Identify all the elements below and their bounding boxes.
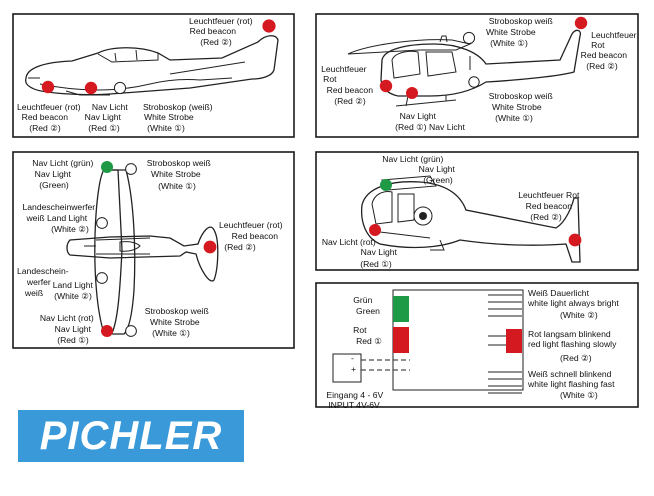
- top-land-bottom-light: [96, 272, 108, 284]
- top-nav-green-light: [101, 161, 113, 173]
- panel-helicopter-side: [315, 13, 639, 138]
- panel-helicopter-front: [315, 151, 639, 271]
- output-red-slow-led: [506, 329, 522, 353]
- top-land-bottom-label: Landeschein- werfer weiß: [17, 266, 71, 298]
- heli-left-beacon-label: Leuchtfeuer Rot Red beacon (Red ②): [321, 64, 375, 106]
- heli-strobe-bottom-light: [468, 76, 480, 88]
- plane-strobe-light: [113, 81, 127, 95]
- input-connector: [332, 353, 362, 383]
- plane-beacon-light: [262, 19, 276, 33]
- plane-strobe-label: Stroboskop (weiß) White Strobe (White ①): [143, 102, 215, 133]
- top-land-top-label: Landescheinwerfer weiß Land Light (White…: [22, 202, 97, 234]
- heli-strobe-bottom-label: Stroboskop weiß White Strobe (White ①): [489, 91, 555, 123]
- red-led-label: Rot Red ①: [353, 325, 382, 346]
- plane-nav-light: [84, 81, 98, 95]
- green-led: [393, 296, 409, 322]
- heli2-nav-red-label: Nav Licht (rot) Nav Light (Red ①): [322, 237, 400, 269]
- output-connectors: [488, 294, 522, 394]
- red-led: [393, 327, 409, 353]
- top-land-bottom-en-label: Land Light (White ②): [53, 280, 96, 301]
- heli-strobe-top-light: [462, 31, 476, 45]
- output-2-label: Rot langsam blinkend red light flashing …: [528, 329, 619, 363]
- airplane-silhouette: [25, 35, 279, 96]
- plane-red-left-light: [41, 80, 55, 94]
- top-land-top-light: [96, 217, 108, 229]
- top-nav-green-label: Nav Licht (grün) Nav Light (Green): [32, 158, 96, 190]
- heli-tail-beacon-label: Leuchtfeuer Rot Red beacon (Red ②): [581, 30, 639, 71]
- top-strobe-bottom-light: [125, 325, 137, 337]
- top-strobe-top-label: Stroboskop weiß White Strobe (White ①): [147, 158, 213, 191]
- plus-terminal-label: +: [351, 364, 356, 374]
- heli2-beacon-label: Leuchtfeuer Rot Red beacon (Red ②): [518, 190, 582, 222]
- plane-beacon-label: Leuchtfeuer (rot) Red beacon (Red ②): [189, 16, 255, 47]
- output-1-label: Weiß Dauerlicht white light always brigh…: [527, 288, 621, 320]
- panel-airplane-top: [12, 151, 295, 349]
- top-nav-red-light: [101, 325, 113, 337]
- controller-box: [392, 289, 524, 391]
- top-beacon-label: Leuchtfeuer (rot) Red beacon (Red ②): [219, 220, 285, 252]
- helicopter-side-silhouette: [347, 29, 582, 107]
- heli2-beacon-light: [568, 233, 582, 247]
- input-voltage-label: Eingang 4 - 6V INPUT 4V-6V: [326, 390, 385, 410]
- top-beacon-light: [203, 240, 217, 254]
- heli-nav-light: [406, 87, 418, 99]
- plane-nav-label: Nav Licht Nav Light (Red ①): [85, 102, 130, 133]
- top-nav-red-label: Nav Licht (rot) Nav Light (Red ①): [40, 313, 96, 345]
- input-wires: [361, 359, 410, 371]
- output-3-label: Weiß schnell blinkend white light flashi…: [527, 369, 617, 400]
- heli-left-beacon-light: [379, 79, 393, 93]
- heli-tail-beacon-light: [574, 16, 588, 30]
- heli2-nav-green-light: [380, 179, 392, 191]
- heli-strobe-top-label: Stroboskop weiß White Strobe (White ①): [486, 16, 555, 48]
- panel-airplane-side: [12, 13, 295, 138]
- heli2-nav-red-light: [369, 224, 381, 236]
- minus-terminal-label: -: [351, 353, 354, 363]
- green-led-label: Grün Green: [353, 295, 380, 316]
- top-strobe-bottom-label: Stroboskop weiß White Strobe (White ①): [145, 306, 211, 338]
- top-strobe-top-light: [125, 163, 137, 175]
- plane-red-left-label: Leuchtfeuer (rot) Red beacon (Red ②): [17, 102, 83, 133]
- heli-nav-label: Nav Light (Red ①) Nav Licht: [395, 111, 465, 132]
- pichler-logo-text: PICHLER: [39, 414, 223, 458]
- pichler-logo: PICHLER: [18, 410, 244, 462]
- heli2-nav-green-label: Nav Licht (grün) Nav Light (Green): [382, 154, 457, 185]
